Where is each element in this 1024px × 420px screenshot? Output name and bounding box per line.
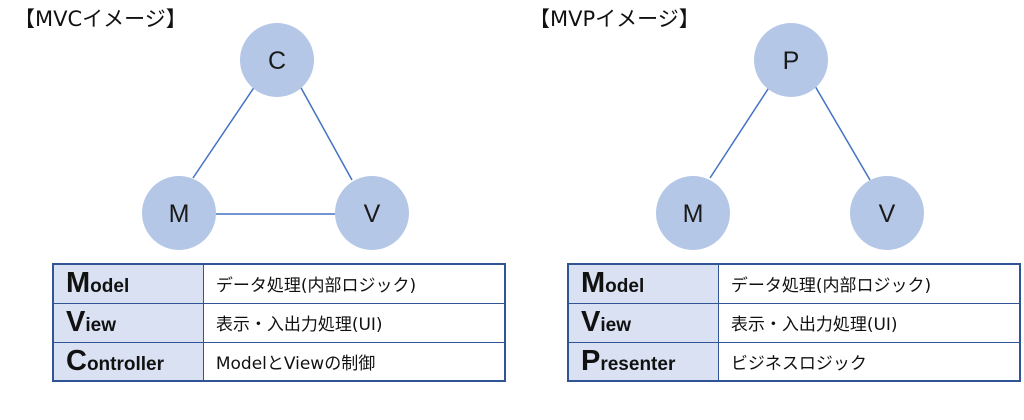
term-rest: resenter [600,353,676,375]
mvc-title: 【MVCイメージ】 [14,7,187,31]
mvc-edge-c-m [192,85,256,179]
term-rest: odel [605,276,645,298]
mvp-edge-p-v [814,85,871,181]
mvp-node-m-label: M [683,200,704,228]
term-cell: Model [567,263,719,304]
term-initial: P [581,344,601,377]
table-row: View 表示・入出力処理(UI) [567,302,1021,343]
term-cell: Presenter [567,341,719,382]
term-initial: M [581,267,606,300]
mvc-node-c: C [240,23,314,97]
description-cell: ビジネスロジック [717,341,1021,382]
mvc-edge-c-v [299,85,353,181]
term-cell: Controller [52,341,204,382]
mvc-node-v: V [335,176,409,250]
term-cell: Model [52,263,204,304]
term-rest: ontroller [86,353,165,375]
mvp-node-p: P [754,23,828,97]
table-row: View 表示・入出力処理(UI) [52,302,506,343]
term-rest: iew [600,315,631,336]
description-cell: データ処理(内部ロジック) [202,263,506,304]
table-row: Model データ処理(内部ロジック) [567,263,1021,304]
table-row: Controller ModelとViewの制御 [52,341,506,382]
mvp-node-p-label: P [783,47,800,75]
term-cell: View [567,302,719,343]
mvc-node-v-label: V [364,200,381,228]
table-row: Presenter ビジネスロジック [567,341,1021,382]
term-rest: iew [85,315,116,336]
mvp-edge-p-m [709,85,771,179]
mvp-node-v-label: V [879,200,896,228]
term-initial: V [581,306,601,338]
table-row: Model データ処理(内部ロジック) [52,263,506,304]
mvc-node-m: M [142,176,216,250]
mvp-legend-table: Model データ処理(内部ロジック) View 表示・入出力処理(UI) Pr… [567,263,1021,382]
description-cell: ModelとViewの制御 [202,341,506,382]
description-cell: データ処理(内部ロジック) [717,263,1021,304]
term-cell: View [52,302,204,343]
mvp-title: 【MVPイメージ】 [529,7,700,31]
description-cell: 表示・入出力処理(UI) [717,302,1021,343]
description-cell: 表示・入出力処理(UI) [202,302,506,343]
mvc-node-m-label: M [169,200,190,228]
mvp-node-v: V [850,176,924,250]
mvc-legend-table: Model データ処理(内部ロジック) View 表示・入出力処理(UI) Co… [52,263,506,382]
mvc-node-c-label: C [268,47,286,75]
term-rest: odel [90,276,130,298]
term-initial: C [66,344,87,377]
term-initial: V [66,306,86,338]
term-initial: M [66,267,91,300]
mvp-node-m: M [656,176,730,250]
